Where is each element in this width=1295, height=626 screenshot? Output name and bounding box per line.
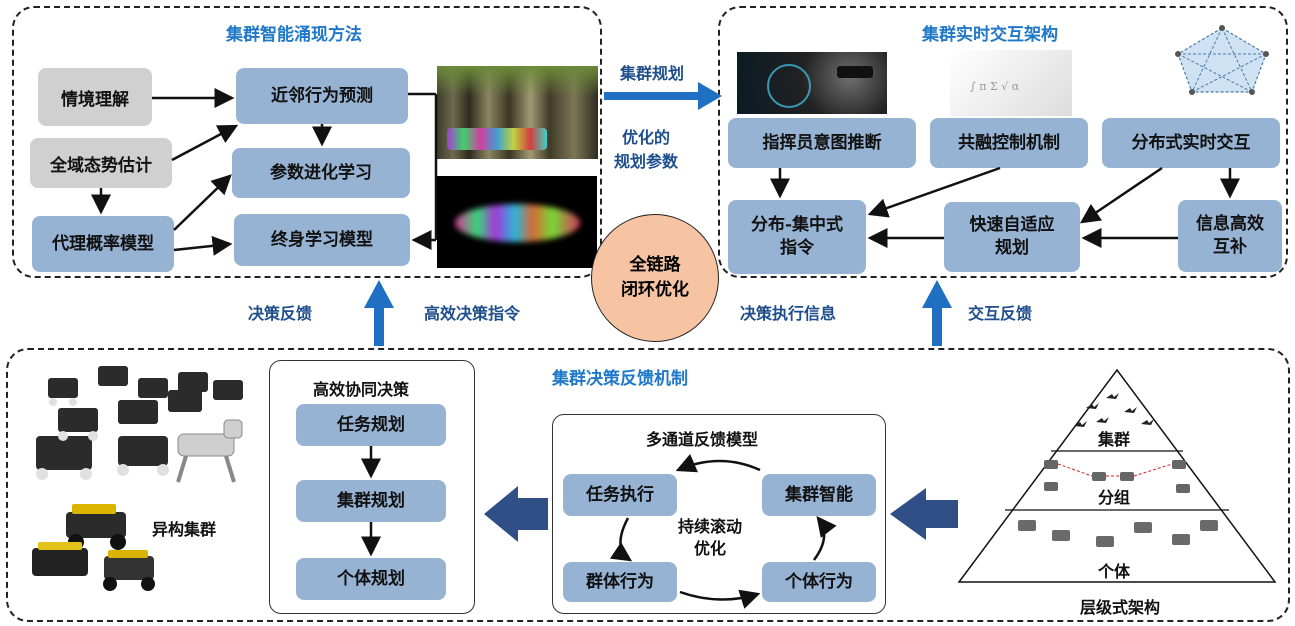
collab-task-plan: 任务规划 xyxy=(296,404,446,446)
hetero-swarm-label: 异构集群 xyxy=(152,520,217,539)
hierarchy-pyramid xyxy=(957,368,1277,583)
emergence-section xyxy=(12,6,602,278)
task-exec-node: 任务执行 xyxy=(563,474,677,516)
robot-swarm-illustration xyxy=(32,366,243,591)
info-node-label: 信息高效 互补 xyxy=(1196,214,1264,257)
pyramid-level-swarm: 集群 xyxy=(1098,430,1131,449)
proxy-node: 代理概率模型 xyxy=(32,216,174,272)
collab-decision-title: 高效协同决策 xyxy=(313,380,410,399)
interaction-title: 集群实时交互架构 xyxy=(922,25,1058,45)
intent-node: 指挥员意图推断 xyxy=(728,118,916,168)
decision-feedback-label: 决策反馈 xyxy=(248,304,313,323)
closed-loop-circle: 全链路 闭环优化 xyxy=(591,214,719,342)
pyramid-level-group: 分组 xyxy=(1098,488,1131,507)
pyramid-caption: 层级式架构 xyxy=(1080,598,1161,617)
central-node: 分布-集中式 指令 xyxy=(728,200,866,274)
distributed-node: 分布式实时交互 xyxy=(1102,118,1280,168)
rolling-opt-label: 持续滚动 优化 xyxy=(678,516,742,559)
indiv-behavior-node: 个体行为 xyxy=(762,562,876,602)
swarm-intel-node: 集群智能 xyxy=(762,474,876,516)
vr-photo xyxy=(737,52,887,114)
rolling-opt-text: 持续滚动 优化 xyxy=(678,517,743,558)
multichannel-title: 多通道反馈模型 xyxy=(646,430,759,449)
collab-indiv-plan: 个体规划 xyxy=(296,558,446,600)
adaptive-node-label: 快速自适应 规划 xyxy=(969,215,1055,258)
feedback-section xyxy=(6,348,1290,622)
info-node: 信息高效 互补 xyxy=(1178,200,1282,272)
group-behavior-node: 群体行为 xyxy=(563,562,677,602)
pentagon-network-icon xyxy=(1175,25,1269,95)
neighbor-node: 近邻行为预测 xyxy=(236,68,408,124)
plan-label: 集群规划 xyxy=(620,64,685,83)
context-node: 情境理解 xyxy=(38,68,152,126)
collab-swarm-plan: 集群规划 xyxy=(296,480,446,522)
forest-photo xyxy=(437,66,598,159)
situation-node: 全域态势估计 xyxy=(30,138,172,188)
interaction-section xyxy=(718,6,1288,278)
fusion-node: 共融控制机制 xyxy=(930,118,1088,168)
opt-label: 优化的 规划参数 xyxy=(614,126,678,174)
emergence-title: 集群智能涌现方法 xyxy=(226,25,362,45)
adaptive-node: 快速自适应 规划 xyxy=(944,202,1080,272)
efficient-command-label: 高效决策指令 xyxy=(424,304,521,323)
central-node-label: 分布-集中式 指令 xyxy=(750,215,844,258)
interact-feedback-label: 交互反馈 xyxy=(968,304,1033,323)
equations-image: ∫ π Σ √ α xyxy=(950,50,1072,116)
lifelong-node: 终身学习模型 xyxy=(234,214,410,266)
feedback-title: 集群决策反馈机制 xyxy=(552,369,688,389)
closed-loop-label: 全链路 闭环优化 xyxy=(621,254,689,301)
param-node: 参数进化学习 xyxy=(232,148,410,198)
opt-label-text: 优化的 规划参数 xyxy=(614,128,679,171)
pointcloud-photo xyxy=(437,176,597,268)
pyramid-level-individual: 个体 xyxy=(1098,562,1131,581)
exec-info-label: 决策执行信息 xyxy=(740,304,837,323)
